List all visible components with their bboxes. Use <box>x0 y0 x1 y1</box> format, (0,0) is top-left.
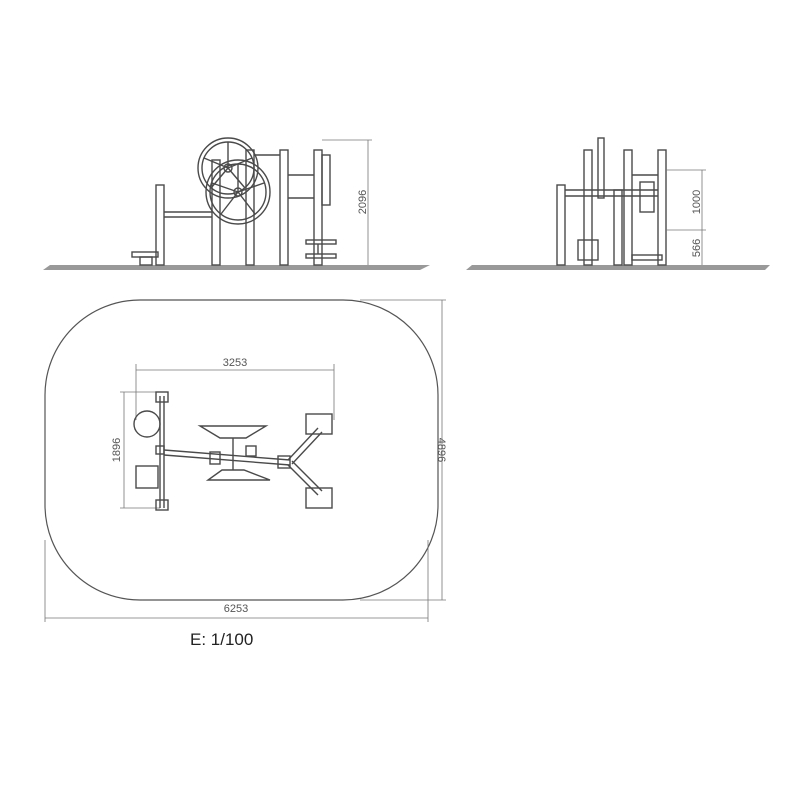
side-post-right <box>657 149 667 266</box>
front-elevation: 2096 <box>43 137 430 270</box>
side-height-upper-dimension: 1000 <box>691 190 703 214</box>
plan-total-depth-dimension: 4896 <box>435 438 447 462</box>
front-wheel-upper <box>197 137 259 199</box>
side-ground-surface <box>466 265 770 270</box>
plan-total-width-dimension: 6253 <box>224 603 248 615</box>
side-elevation: 1000 566 <box>466 137 770 270</box>
side-height-lower-dimension: 566 <box>691 239 703 257</box>
plan-inner-width-dimension: 3253 <box>223 357 247 369</box>
plan-pedal-upper <box>305 413 333 435</box>
front-ground-surface <box>43 265 430 270</box>
plan-round-step <box>133 410 161 438</box>
front-wheel-post-a <box>211 159 221 266</box>
plan-safety-surface <box>44 299 439 601</box>
front-right-post <box>313 149 323 266</box>
plan-wheel-plate-upper <box>197 425 269 439</box>
scale-label: E: 1/100 <box>190 630 254 649</box>
side-post-left <box>556 184 566 266</box>
front-height-dimension: 2096 <box>357 190 369 214</box>
plan-wheel-plate-lower <box>205 469 271 481</box>
plan-pedal-lower <box>305 487 333 509</box>
front-left-post <box>155 184 165 266</box>
front-wheel-post-c <box>279 149 289 266</box>
front-wheel-post-b <box>245 149 255 266</box>
plan-square-step <box>135 465 159 489</box>
plan-view: 3253 1896 6253 <box>44 299 447 622</box>
plan-inner-depth-dimension: 1896 <box>111 438 123 462</box>
front-wheel-lower <box>205 159 271 225</box>
